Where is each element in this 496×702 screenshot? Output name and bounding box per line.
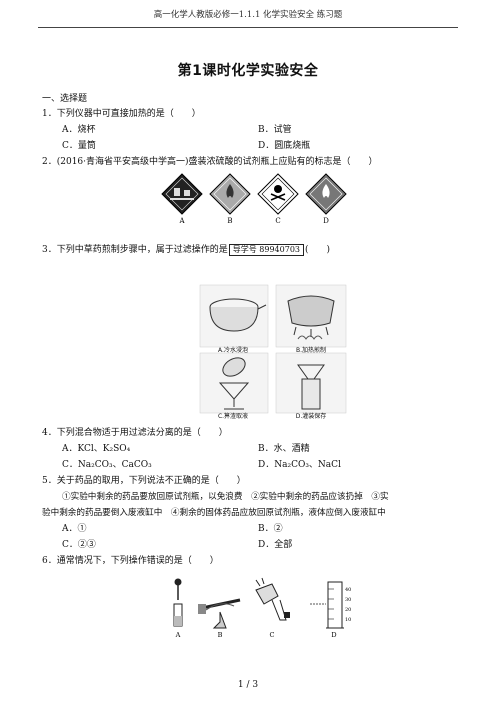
q4-option-c: C．Na₂CO₃、CaCO₃: [62, 460, 152, 470]
question-5-stem: 5．关于药品的取用，下列说法不正确的是（ ）: [42, 476, 246, 486]
q1-option-d: D．圆底烧瓶: [258, 141, 311, 151]
q3-guide-number: 导学号 89940703: [228, 244, 304, 256]
question-1-stem: 1．下列仪器中可直接加热的是（ ）: [42, 109, 201, 119]
question-2-stem: 2．(2016·青海省平安高级中学高一)盛装浓硫酸的试剂瓶上应贴有的标志是（ ）: [42, 157, 378, 167]
page-header: 高一化学人教版必修一1.1.1 化学实验安全 练习题: [153, 10, 343, 20]
q2-label-b: B: [227, 217, 232, 224]
q4-option-a: A．KCl、K₂SO₄: [62, 444, 131, 454]
q2-label-c: C: [275, 217, 280, 224]
hazard-sign-a: [161, 173, 203, 215]
q5-statement-line-2: 验中剩余的药品要倒入废液缸中 ④剩余的固体药品应放回原试剂瓶，液体应倒入废液缸中: [42, 508, 386, 518]
cyl-tick-10: 10: [345, 617, 351, 623]
hazard-sign-d: [305, 173, 347, 215]
q3-stem-text: 3．下列中草药煎制步骤中，属于过滤操作的是: [42, 245, 228, 255]
lab-operations-figure: 40 30 20 10 A B C D: [173, 577, 351, 638]
cyl-tick-20: 20: [345, 607, 351, 613]
cyl-tick-40: 40: [345, 587, 351, 593]
herb-steps-figure: A.冷水浸泡 B.加热煎制 C.箅渣取液 D.灌装保存: [198, 283, 348, 421]
q5-statement-line-1: ①实验中剩余的药品要放回原试剂瓶，以免浪费 ②实验中剩余的药品应该扔掉 ③实: [62, 492, 389, 502]
q5-option-a: A．①: [62, 524, 87, 534]
herb-steps-drawing: [199, 284, 347, 414]
q6-label-b: B: [218, 631, 223, 638]
q2-label-d: D: [323, 217, 329, 224]
q5-option-b: B．②: [258, 524, 283, 534]
op-c-pouring: [255, 577, 290, 621]
q3-caption-c: C.箅渣取液: [217, 413, 249, 420]
question-4-stem: 4．下列混合物适于用过滤法分离的是（ ）: [42, 428, 228, 438]
section-heading: 一、选择题: [42, 94, 88, 104]
q1-option-c: C．量筒: [62, 141, 96, 151]
question-3-stem: 3．下列中草药煎制步骤中，属于过滤操作的是导学号 89940703( ): [42, 244, 330, 256]
page-number: 1 / 3: [237, 680, 259, 690]
hazard-sign-b: [209, 173, 251, 215]
hazard-labels-figure: A B C D: [161, 173, 347, 224]
q5-option-d: D．全部: [258, 540, 293, 550]
op-b-heating-tube: [198, 598, 241, 629]
question-6-stem: 6．通常情况下，下列操作错误的是（ ）: [42, 556, 219, 566]
q1-option-a: A．烧杯: [62, 125, 96, 135]
q4-option-b: B．水、酒精: [258, 444, 310, 454]
q6-label-a: A: [175, 631, 181, 638]
q4-option-d: D．Na₂CO₃、NaCl: [258, 460, 341, 470]
q6-label-c: C: [270, 631, 275, 638]
op-d-graduated-cylinder: 40 30 20 10: [310, 581, 351, 629]
header-divider: [38, 27, 458, 28]
hazard-sign-c: [257, 173, 299, 215]
q6-label-d: D: [331, 631, 336, 638]
q3-caption-a: A.冷水浸泡: [218, 347, 248, 354]
q5-option-c: C．②③: [62, 540, 96, 550]
q2-label-a: A: [178, 217, 185, 224]
page-title: 第1课时化学实验安全: [177, 63, 319, 79]
q3-caption-d: D.灌装保存: [295, 413, 327, 420]
op-a-dropper: [173, 578, 183, 627]
q1-option-b: B．试管: [258, 125, 292, 135]
cyl-tick-30: 30: [345, 597, 351, 603]
q3-stem-end: ( ): [305, 245, 331, 255]
q3-caption-b: B.加热煎制: [295, 347, 327, 354]
